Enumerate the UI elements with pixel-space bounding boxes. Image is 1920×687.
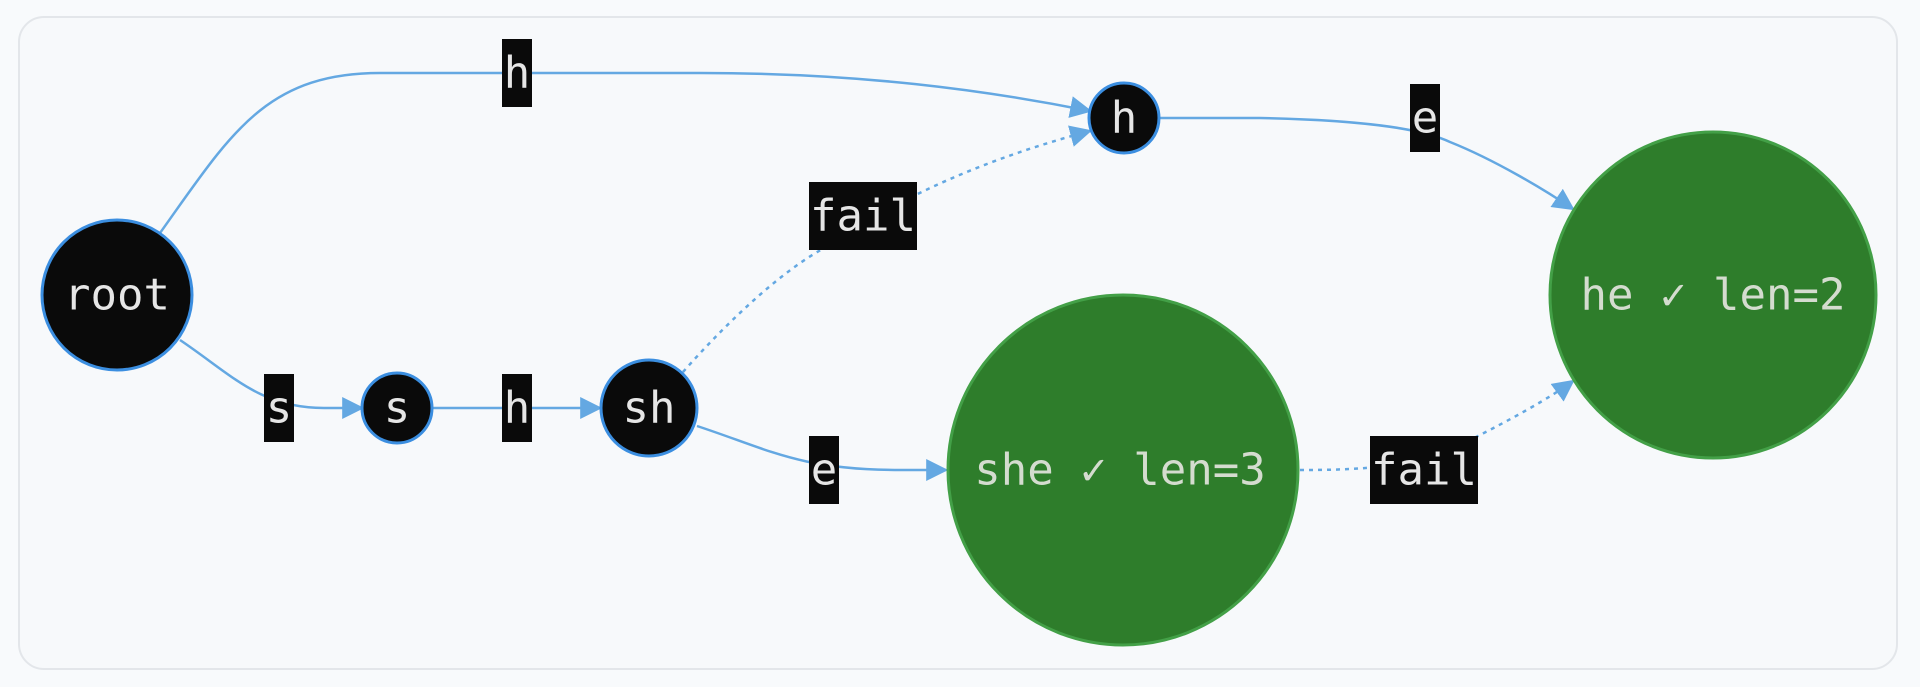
edge-label-root-s: s — [264, 374, 294, 442]
svg-text:he ✓ len=2: he ✓ len=2 — [1581, 270, 1846, 321]
edge-label-h-he: e — [1410, 84, 1440, 152]
edge-sh-she — [696, 424, 949, 481]
edge-h-he — [1160, 116, 1575, 211]
nodes: root s sh h she ✓ len=3 he ✓ len=2 — [40, 81, 1878, 647]
svg-text:she ✓ len=3: she ✓ len=3 — [974, 445, 1265, 496]
svg-text:h: h — [504, 48, 531, 99]
edge-sh-h-fail — [682, 125, 1093, 373]
edge-labels: h s h e e fail fail — [264, 39, 1478, 504]
node-root: root — [40, 218, 194, 372]
edge-label-she-he-fail: fail — [1370, 436, 1478, 504]
edge-label-sh-she: e — [809, 436, 839, 504]
node-sh: sh — [599, 358, 699, 458]
svg-text:sh: sh — [623, 383, 676, 434]
node-s: s — [360, 371, 434, 445]
node-she-output: she ✓ len=3 — [946, 293, 1300, 647]
svg-text:fail: fail — [1371, 445, 1477, 496]
svg-text:s: s — [384, 383, 411, 434]
edge-label-sh-h-fail: fail — [809, 182, 917, 250]
svg-text:root: root — [64, 270, 170, 321]
svg-text:e: e — [811, 445, 838, 496]
edge-root-h — [158, 71, 1093, 234]
svg-text:h: h — [1111, 93, 1138, 144]
edge-root-s — [179, 338, 365, 419]
edge-label-s-sh: h — [502, 374, 532, 442]
svg-text:e: e — [1412, 93, 1439, 144]
edges — [158, 71, 1575, 481]
svg-text:h: h — [504, 383, 531, 434]
svg-text:fail: fail — [810, 191, 916, 242]
svg-text:s: s — [266, 383, 293, 434]
edge-label-root-h: h — [502, 39, 532, 107]
node-he-output: he ✓ len=2 — [1548, 130, 1878, 460]
node-h: h — [1087, 81, 1161, 155]
